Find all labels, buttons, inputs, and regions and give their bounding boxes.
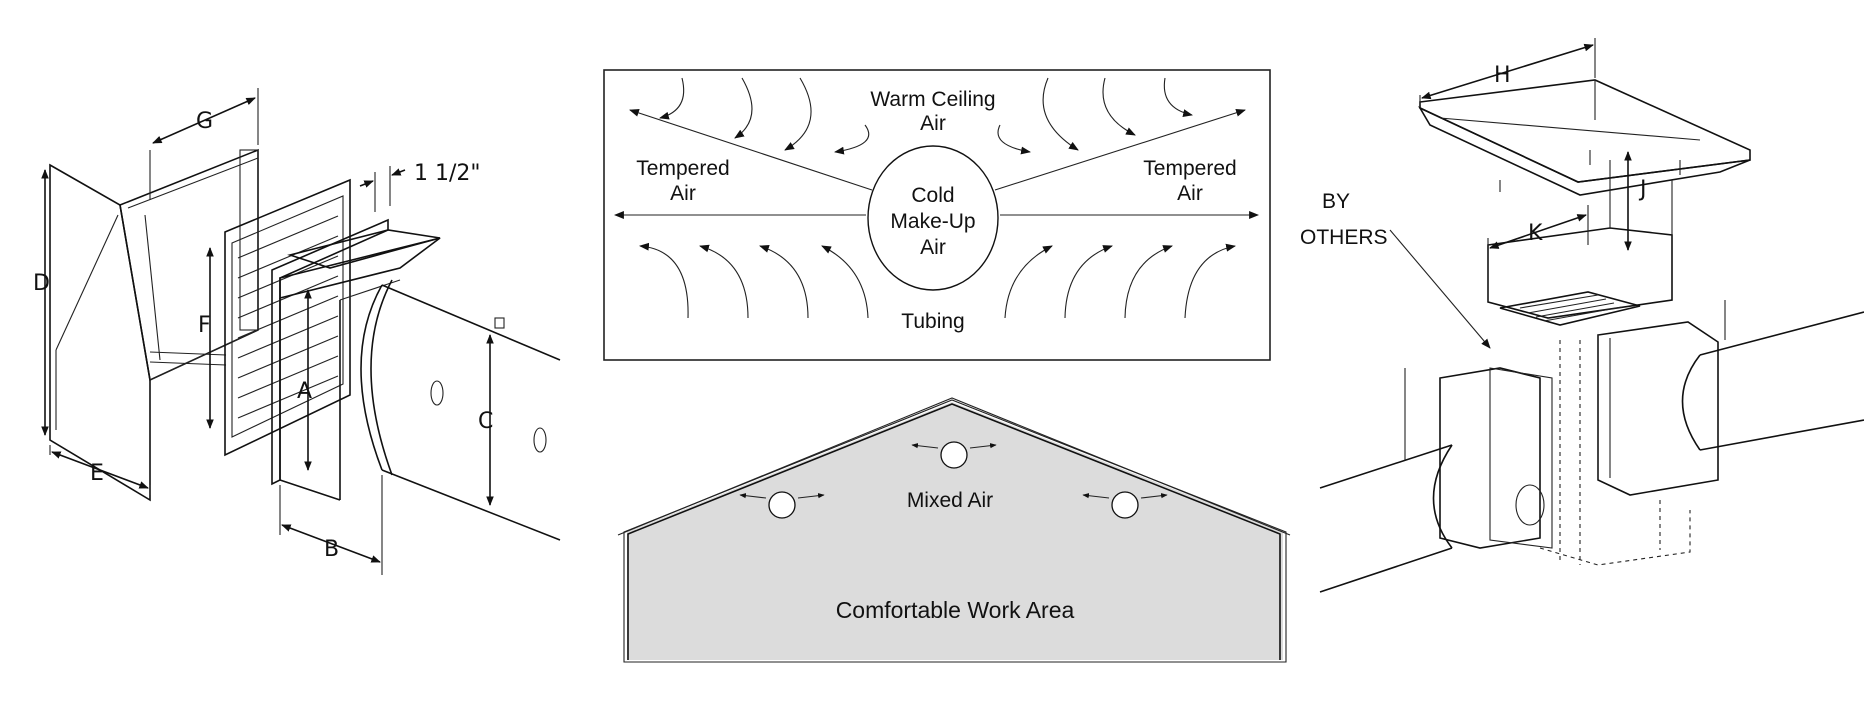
label-by: BY [1322,190,1350,213]
dimension-label-k: K [1528,221,1543,246]
label-tubing: Tubing [901,310,964,333]
weather-hood [49,148,259,502]
dimension-label-f: F [198,313,211,338]
label-tempered-right-line1: Tempered [1143,157,1236,180]
dimension-label-e: E [90,461,104,486]
dimension-label-h: H [1494,63,1511,88]
dimension-label-one-and-half: 1 1/2" [414,161,481,186]
building-panel: Mixed Air Comfortable Work Area [617,397,1291,663]
label-warm-ceiling-line1: Warm Ceiling [870,88,995,111]
round-duct [360,279,561,541]
plenum-assembly-drawing: H J K BY OTHERS [1300,38,1864,593]
building-fill [627,402,1283,660]
label-warm-ceiling-line2: Air [920,112,946,135]
dimension-label-a: A [297,379,312,404]
dimension-b: B [279,475,383,575]
dimension-h: H [1419,38,1596,105]
cold-air-circle [867,145,999,291]
label-tempered-right-line2: Air [1177,182,1203,205]
label-cold-line3: Air [920,236,946,259]
dimension-j: J [1624,151,1647,251]
airflow-panel: Warm Ceiling Air Tempered Air Tempered A… [603,69,1271,361]
mixed-air-circle-right [1111,491,1139,519]
dimension-g: G [149,88,259,200]
wall-sleeve [271,218,441,501]
dimension-label-g: G [196,109,213,134]
label-cold-line2: Make-Up [890,210,975,233]
mixed-air-circle-top [940,441,968,469]
mixed-air-circle-left [768,491,796,519]
label-others: OTHERS [1300,226,1388,249]
dimension-one-and-half: 1 1/2" [359,161,481,212]
dimension-label-d: D [33,271,50,296]
label-tempered-left-line1: Tempered [636,157,729,180]
dimension-label-c: C [478,409,493,434]
wall-hood-assembly-drawing: G 1 1/2" D F A C [33,88,561,575]
label-mixed-air: Mixed Air [907,489,993,512]
dimension-a: A [297,289,312,471]
dimension-c: C [478,334,494,506]
dimension-d: D [33,169,50,436]
label-cold-line1: Cold [911,184,954,207]
dimension-label-j: J [1638,177,1647,202]
dimension-label-b: B [324,537,339,562]
dimension-k: K [1487,205,1589,250]
label-comfortable-work-area: Comfortable Work Area [836,597,1075,623]
label-tempered-left-line2: Air [670,182,696,205]
louver-panel [224,178,351,457]
dimension-f: F [198,247,214,429]
dimension-e: E [49,445,151,495]
